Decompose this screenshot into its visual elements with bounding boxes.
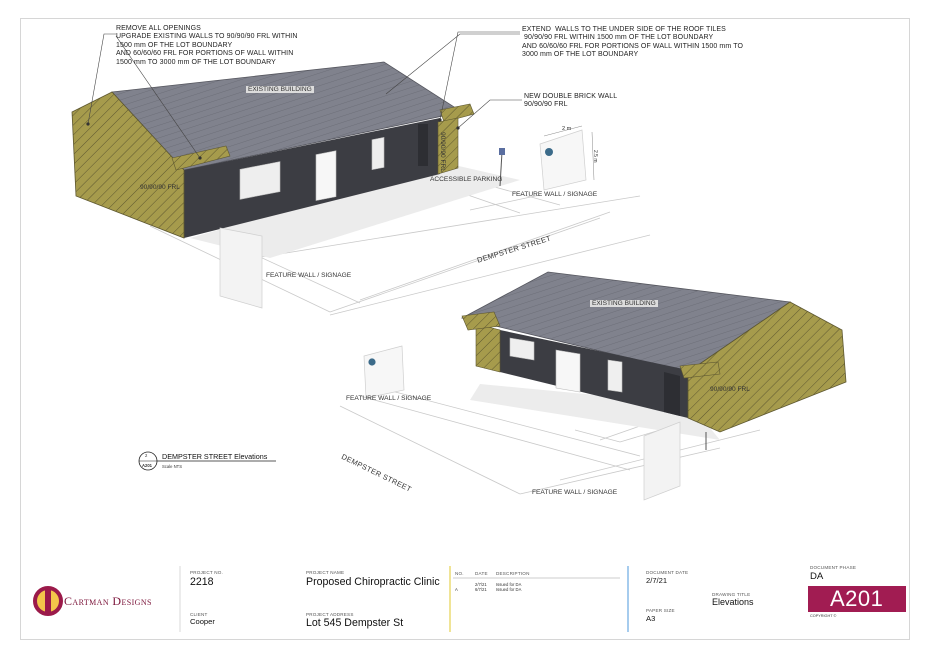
sheet-number-value: A201 <box>830 586 884 611</box>
company-logo-text: Cartman Designs <box>64 594 152 608</box>
label-existing-building-bottom: EXISTING BUILDING <box>590 300 658 307</box>
label-dim-vertical: 2.5 m <box>592 150 598 163</box>
top-side-door <box>418 124 428 166</box>
top-leader-lines <box>87 31 522 159</box>
bottom-side-door <box>664 372 680 416</box>
drawing-title-value: Elevations <box>712 597 754 607</box>
document-phase-value: DA <box>810 571 824 582</box>
project-name-caption: PROJECT NAME <box>306 570 345 575</box>
top-dim-line-vertical <box>591 131 595 181</box>
client-value: Cooper <box>190 617 215 626</box>
bottom-hatched-gable <box>687 301 847 433</box>
bottom-fascia-left <box>461 311 501 331</box>
label-feature-wall-top-left: FEATURE WALL / SIGNAGE <box>266 272 352 279</box>
rev-no-caption: NO. <box>455 571 464 576</box>
bottom-feature-wall <box>643 421 681 501</box>
bottom-window-left <box>509 337 535 361</box>
sheet-number-box <box>808 586 906 612</box>
client-caption: CLIENT <box>190 612 208 617</box>
top-dim-line-horizontal <box>543 125 583 137</box>
top-signage-board <box>539 129 587 191</box>
label-frl-vertical: 90/90/90 FRL <box>439 132 446 172</box>
document-phase-caption: DOCUMENT PHASE <box>810 565 857 570</box>
bottom-window-right <box>607 359 623 393</box>
cartman-logo-mark <box>45 590 51 612</box>
leader-dot-1 <box>86 122 90 126</box>
annotation-extend-walls: EXTEND WALLS TO THE UNDER SIDE OF THE RO… <box>522 26 743 59</box>
label-feature-wall-top-right: FEATURE WALL / SIGNAGE <box>512 191 598 198</box>
label-frl-top: 90/90/90 FRL <box>140 184 180 191</box>
bottom-front-wall <box>500 330 688 418</box>
view-title-text: DEMPSTER STREET Elevations <box>162 452 268 461</box>
label-dim-2m: 2 m <box>562 126 572 132</box>
leader-dot-2 <box>198 156 202 160</box>
bottom-fascia-right <box>679 361 721 379</box>
document-date-value: 2/7/21 <box>646 576 668 585</box>
project-address-caption: PROJECT ADDRESS <box>306 612 354 617</box>
top-window-left <box>239 161 281 200</box>
bottom-door <box>555 349 581 393</box>
revision-row-2-description: Issued for DA <box>496 587 522 592</box>
document-date-caption: DOCUMENT DATE <box>646 570 689 575</box>
rev-date-caption: DATE <box>475 571 488 576</box>
leader-dot-3 <box>438 118 442 122</box>
paper-size-caption: PAPER SIZE <box>646 608 675 613</box>
label-existing-building-top: EXISTING BUILDING <box>246 86 314 93</box>
top-new-brick-wall <box>437 117 459 175</box>
top-building-shadow <box>190 164 520 258</box>
annotation-remove-openings: REMOVE ALL OPENINGS UPGRADE EXISTING WAL… <box>116 25 298 66</box>
top-signage-logo <box>545 148 553 156</box>
bottom-signage-board <box>363 345 405 399</box>
top-feature-wall <box>219 227 263 309</box>
label-feature-wall-bottom-left: FEATURE WALL / SIGNAGE <box>346 395 432 402</box>
view-title-scale: Scale NTS <box>162 464 183 469</box>
top-door <box>315 150 337 201</box>
top-parking-sign-post <box>499 151 503 187</box>
bottom-left-brick-wall <box>475 323 501 373</box>
view-title-sheet: A201 <box>142 463 153 468</box>
revision-row-1-description: Issued for DA <box>496 582 522 587</box>
annotation-new-double-brick: NEW DOUBLE BRICK WALL 90/90/90 FRL <box>524 93 618 109</box>
drawing-title-caption: DRAWING TITLE <box>712 592 751 597</box>
view-title-number: 2 <box>145 453 148 458</box>
leader-dot-4 <box>456 126 460 130</box>
project-address-value: Lot 545 Dempster St <box>306 617 404 629</box>
paper-size-value: A3 <box>646 614 656 623</box>
top-window-right <box>371 136 385 171</box>
label-accessible-parking: ACCESSIBLE PARKING <box>430 176 503 183</box>
revision-row-2-date: 6/7/21 <box>475 587 487 592</box>
revision-row-2-no: A <box>455 587 458 592</box>
project-no-value: 2218 <box>190 576 214 588</box>
bottom-building-shadow <box>470 384 720 440</box>
label-feature-wall-bottom: FEATURE WALL / SIGNAGE <box>532 489 618 496</box>
project-no-caption: PROJECT NO. <box>190 570 223 575</box>
top-hatched-gable <box>71 91 185 239</box>
rev-description-caption: DESCRIPTION <box>496 571 530 576</box>
revision-row-1-date: 2/7/21 <box>475 582 487 587</box>
copyright-text: COPYRIGHT © <box>810 614 837 618</box>
bottom-ground-lines <box>339 387 761 495</box>
project-name-value: Proposed Chiropractic Clinic <box>306 576 440 588</box>
title-block-lines <box>179 566 629 632</box>
bottom-signage-logo <box>368 358 376 366</box>
top-parking-sign-icon <box>499 148 505 155</box>
label-frl-bottom: 90/90/90 FRL <box>710 386 750 393</box>
